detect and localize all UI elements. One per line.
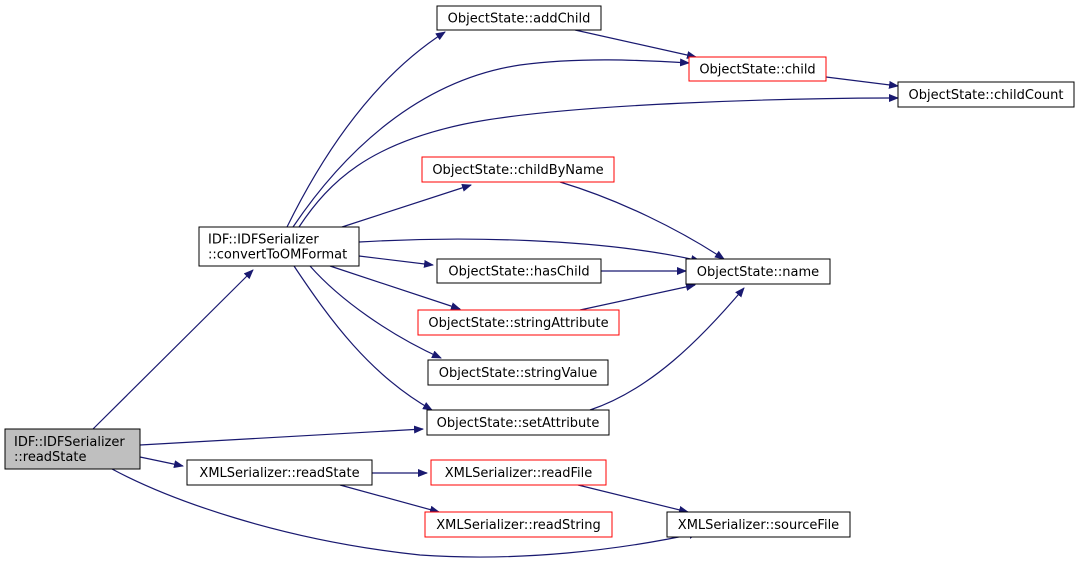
- edge-convertToOMFormat-to-name: [358, 238, 701, 263]
- node-label: XMLSerializer::readString: [436, 518, 601, 533]
- edge-convertToOMFormat-to-stringAttribute: [329, 265, 461, 310]
- edge-convertToOMFormat-to-hasChild: [358, 255, 434, 268]
- node-readFile[interactable]: XMLSerializer::readFile: [430, 459, 607, 486]
- node-sourceFile[interactable]: XMLSerializer::sourceFile: [666, 511, 851, 538]
- node-convertToOMFormat[interactable]: IDF::IDFSerializer::convertToOMFormat: [198, 226, 360, 267]
- edge-convertToOMFormat-to-childCount: [298, 94, 899, 228]
- edge-xmlReadState-to-readString: [339, 484, 440, 514]
- node-name[interactable]: ObjectState::name: [685, 258, 831, 285]
- node-box: [198, 226, 360, 267]
- node-box: [666, 511, 851, 538]
- node-box: [688, 56, 827, 82]
- edges-layer: [92, 29, 899, 558]
- edge-convertToOMFormat-to-addChild: [286, 31, 446, 228]
- node-stringAttribute[interactable]: ObjectState::stringAttribute: [417, 309, 620, 336]
- edge-convertToOMFormat-to-setAttribute: [293, 265, 433, 411]
- node-readString[interactable]: XMLSerializer::readString: [424, 511, 613, 538]
- node-stringValue[interactable]: ObjectState::stringValue: [427, 359, 609, 386]
- node-childByName[interactable]: ObjectState::childByName: [421, 156, 615, 183]
- node-label: ObjectState::addChild: [448, 12, 591, 27]
- node-xmlReadState[interactable]: XMLSerializer::readState: [186, 459, 373, 486]
- node-box: [430, 459, 607, 486]
- node-readState_idf[interactable]: IDF::IDFSerializer::readState: [4, 428, 141, 470]
- node-label: ObjectState::childCount: [909, 88, 1064, 103]
- node-label: ::convertToOMFormat: [208, 248, 347, 263]
- edge-childByName-to-name: [559, 181, 725, 260]
- node-label: IDF::IDFSerializer: [14, 435, 125, 450]
- edge-convertToOMFormat-to-childByName: [341, 183, 472, 228]
- edge-readState_idf-to-xmlReadState: [139, 456, 184, 469]
- node-label: XMLSerializer::readFile: [445, 466, 593, 481]
- edge-convertToOMFormat-to-child: [292, 58, 690, 228]
- edge-addChild-to-child: [574, 29, 697, 59]
- node-hasChild[interactable]: ObjectState::hasChild: [436, 258, 602, 284]
- node-label: ObjectState::name: [697, 265, 819, 280]
- edge-readFile-to-sourceFile: [577, 484, 689, 514]
- node-child[interactable]: ObjectState::child: [688, 56, 827, 82]
- node-box: [436, 258, 602, 284]
- node-box: [427, 359, 609, 386]
- node-box: [4, 428, 141, 470]
- edge-child-to-childCount: [825, 76, 899, 89]
- edge-setAttribute-to-name: [589, 287, 745, 411]
- node-box: [421, 156, 615, 183]
- node-box: [436, 5, 602, 31]
- edge-readState_idf-to-setAttribute: [139, 425, 424, 446]
- node-label: ObjectState::childByName: [432, 163, 603, 178]
- node-childCount[interactable]: ObjectState::childCount: [897, 81, 1075, 108]
- node-label: ::readState: [14, 450, 86, 465]
- node-box: [417, 309, 620, 336]
- node-label: ObjectState::setAttribute: [437, 416, 600, 431]
- node-setAttribute[interactable]: ObjectState::setAttribute: [426, 409, 610, 436]
- node-label: XMLSerializer::readState: [199, 466, 359, 481]
- node-box: [897, 81, 1075, 108]
- node-label: IDF::IDFSerializer: [208, 233, 319, 248]
- node-box: [424, 511, 613, 538]
- node-box: [685, 258, 831, 285]
- edge-stringAttribute-to-name: [579, 283, 696, 311]
- node-label: XMLSerializer::sourceFile: [678, 518, 839, 533]
- node-box: [426, 409, 610, 436]
- node-label: ObjectState::stringAttribute: [428, 316, 608, 331]
- node-addChild[interactable]: ObjectState::addChild: [436, 5, 602, 31]
- edge-convertToOMFormat-to-stringValue: [309, 265, 442, 359]
- node-label: ObjectState::child: [699, 63, 815, 78]
- edge-readState_idf-to-sourceFile: [111, 468, 699, 558]
- node-box: [186, 459, 373, 486]
- node-label: ObjectState::hasChild: [448, 265, 589, 280]
- nodes-layer: IDF::IDFSerializer::readStateIDF::IDFSer…: [4, 5, 1075, 538]
- edge-readState_idf-to-convertToOMFormat: [92, 269, 254, 430]
- node-label: ObjectState::stringValue: [439, 366, 598, 381]
